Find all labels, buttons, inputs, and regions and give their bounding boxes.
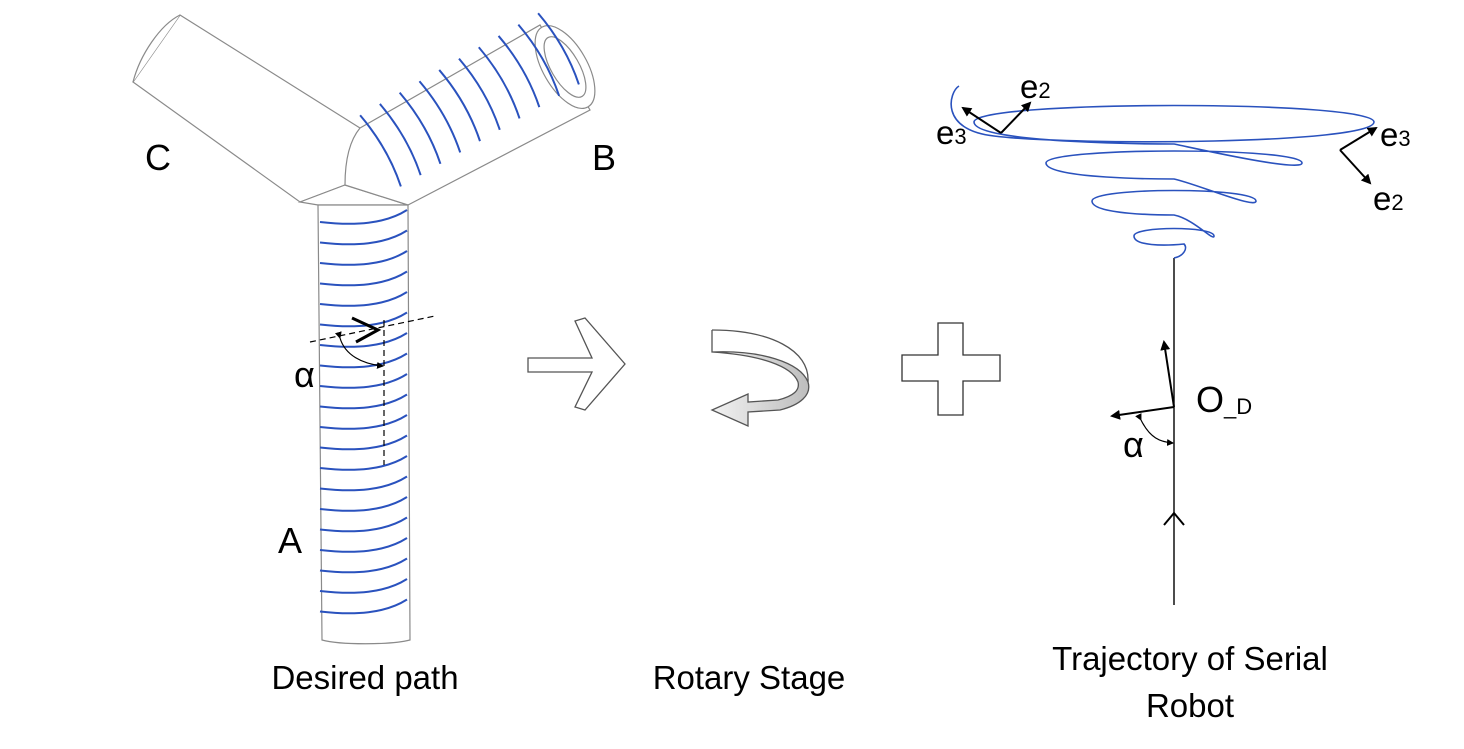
helix-turn [319,598,408,615]
label-branch-b: B [592,137,616,178]
helix-turn [319,209,408,225]
spiral-frame-right [1339,126,1378,185]
label-origin-main: O [1196,379,1224,420]
rotary-stage-icon [710,329,810,428]
label-angle-left: α [294,354,315,395]
helix-turn [319,475,408,492]
label-e3-left: e3 [936,114,967,151]
helix-turn [319,578,408,594]
trajectory-spiral [950,85,1375,259]
helix-turn [319,393,408,410]
label-origin-sub: _D [1223,394,1252,419]
helix-turn [319,270,408,287]
label-branch-c: C [145,137,171,178]
branch-b-pipe [344,24,591,206]
helix-turn [319,455,408,471]
helix-turn [319,373,408,389]
caption-desired-path: Desired path [271,659,458,696]
label-origin: O_D [1196,379,1252,420]
helix-turn [478,46,521,119]
helix-turn [537,12,580,85]
spiral-path [950,85,1375,259]
helix-turn [319,496,408,512]
label-angle-right: α [1123,424,1144,465]
robot-trajectory [1163,258,1185,605]
helix-turn [379,103,422,176]
helix-branch-b [359,12,580,187]
helix-turn [319,414,408,430]
label-e2-right: e2 [1373,180,1404,217]
branch-a-pipe [317,204,411,645]
plus-icon [901,322,1001,416]
helix-turn [319,434,408,451]
label-e2-top: e2 [1020,68,1051,105]
helix-turn [398,91,442,165]
helix-turn [438,69,481,142]
helix-turn [319,516,408,533]
helix-turn [359,114,402,187]
origin-frame [1110,340,1175,447]
y-pipe [132,14,596,645]
caption-trajectory-line1: Trajectory of Serial [1052,640,1328,677]
label-branch-a: A [278,520,302,561]
label-e3-right: e3 [1380,116,1411,153]
helix-turn [497,35,541,108]
helix-turn [319,557,408,574]
helix-turn [319,250,408,266]
angle-indicator-left [309,315,436,465]
helix-turn [418,80,462,153]
helix-turn [458,57,501,131]
caption-trajectory-line2: Robot [1146,687,1234,724]
process-arrow-icon [527,317,626,411]
caption-rotary-stage: Rotary Stage [653,659,846,696]
direction-chevron-icon [1163,511,1185,526]
helix-turn [319,229,408,246]
spiral-frame-left [961,101,1032,134]
helix-turn [517,23,561,97]
helix-turn [319,537,408,553]
helix-turn [319,291,408,307]
